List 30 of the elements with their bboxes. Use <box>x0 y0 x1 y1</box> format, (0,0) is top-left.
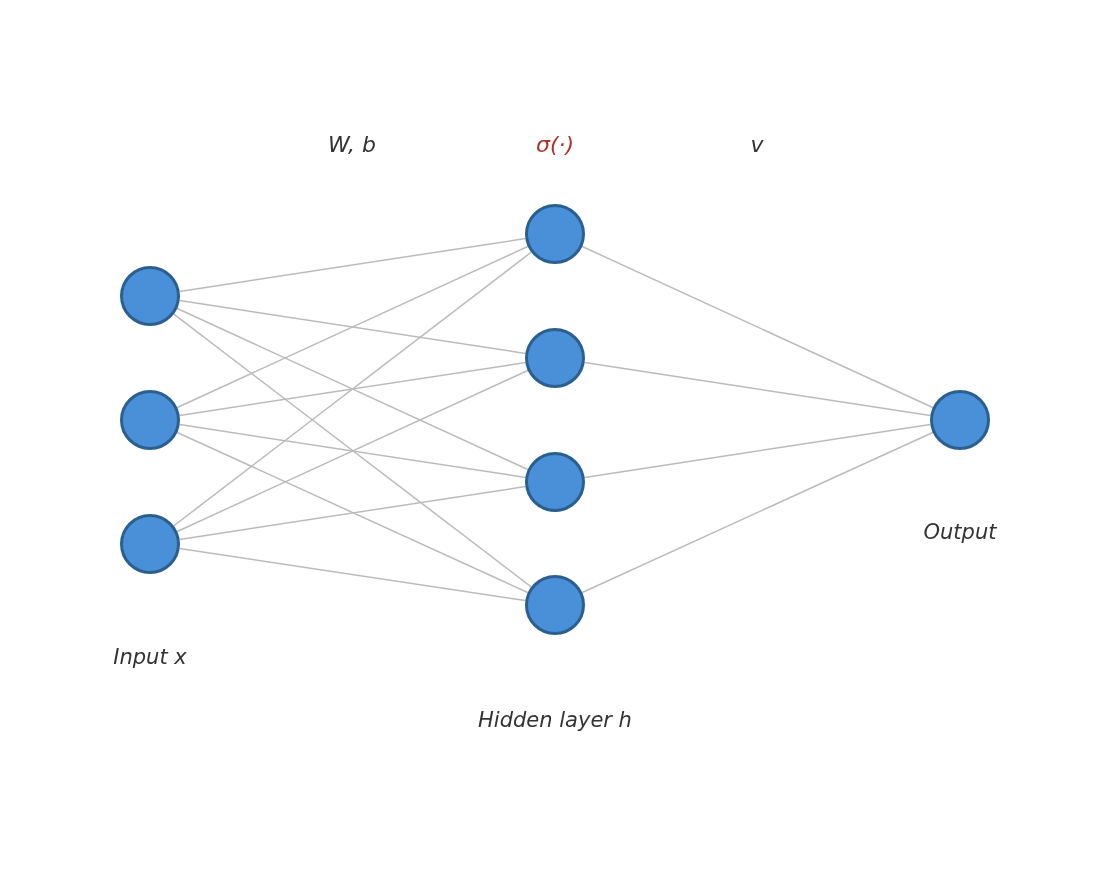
connection-line <box>173 251 532 527</box>
connection-line <box>581 245 934 409</box>
connection-line <box>176 369 529 533</box>
connection-line <box>178 423 527 479</box>
neuron-circle <box>120 514 180 574</box>
connection-line <box>178 361 527 417</box>
connection-line <box>178 547 527 602</box>
layer-label: Input x <box>113 645 187 669</box>
neuron-circle <box>525 452 585 512</box>
layer-label: Output <box>923 520 997 544</box>
connection-line <box>176 431 529 594</box>
math-label: W, b <box>328 131 376 157</box>
neuron-circle <box>120 266 180 326</box>
neuron-circle <box>525 328 585 388</box>
connection-line <box>581 431 934 594</box>
connection-line <box>176 307 529 471</box>
connection-line <box>583 423 932 479</box>
connection-line <box>176 245 529 409</box>
math-label: σ(·) <box>535 131 575 157</box>
neuron-circle <box>120 390 180 450</box>
connection-line <box>173 313 532 588</box>
layer-label: Hidden layer h <box>478 708 632 732</box>
neuron-circle <box>930 390 990 450</box>
neuron-circle <box>525 204 585 264</box>
neuron-circle <box>525 575 585 635</box>
math-label: v <box>750 131 764 157</box>
connection-line <box>178 485 527 541</box>
connection-line <box>178 237 527 293</box>
connection-line <box>583 361 932 417</box>
connection-line <box>178 299 527 355</box>
